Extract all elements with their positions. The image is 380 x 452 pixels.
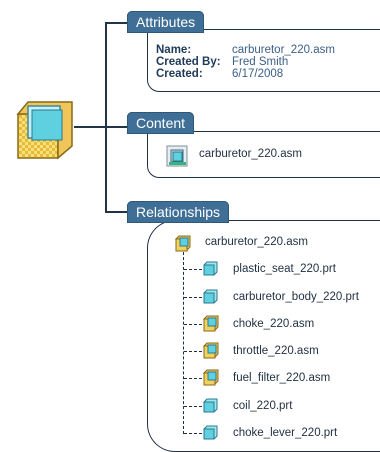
part-icon <box>203 425 218 440</box>
attr-created-label: Created: <box>156 68 203 80</box>
root-assembly-icon[interactable] <box>16 100 74 160</box>
attr-name-value: carburetor_220.asm <box>232 44 335 56</box>
attributes-table: Name: carburetor_220.asm Created By: Fred … <box>156 44 335 80</box>
assembly-icon <box>202 342 219 359</box>
branch-line <box>184 351 202 352</box>
part-icon <box>203 398 218 413</box>
connector-content <box>105 126 127 128</box>
content-file-name[interactable]: carburetor_220.asm <box>199 148 302 160</box>
content-panel-top <box>210 131 380 132</box>
attributes-panel-top <box>214 29 380 30</box>
tab-relationships[interactable]: Relationships <box>127 201 230 223</box>
connector-relationships <box>105 211 127 213</box>
content-file-icon[interactable] <box>166 145 188 167</box>
attr-row-name: Name: carburetor_220.asm <box>156 44 335 56</box>
relationship-item[interactable]: plastic_seat_220.prt <box>233 263 336 275</box>
branch-line <box>184 378 202 379</box>
relationships-panel <box>147 220 380 452</box>
relationship-tree-line <box>183 252 184 434</box>
branch-line <box>184 297 202 298</box>
branch-line <box>184 406 202 407</box>
branch-line <box>184 433 202 434</box>
relationship-item[interactable]: coil_220.prt <box>233 400 293 412</box>
connector-root <box>74 126 106 128</box>
connector-attributes <box>105 22 127 24</box>
attr-created-by-value: Fred Smith <box>232 56 289 68</box>
attr-row-created: Created: 6/17/2008 <box>156 68 335 80</box>
relationship-item[interactable]: throttle_220.asm <box>233 345 319 357</box>
branch-line <box>184 324 202 325</box>
relationship-root-label[interactable]: carburetor_220.asm <box>205 236 308 248</box>
relationship-item[interactable]: choke_220.asm <box>233 318 315 330</box>
tab-content[interactable]: Content <box>127 112 195 134</box>
attr-name-label: Name: <box>156 44 192 56</box>
attr-row-created-by: Created By: Fred Smith <box>156 56 335 68</box>
relationship-item[interactable]: carburetor_body_220.prt <box>233 291 359 303</box>
relationship-item[interactable]: choke_lever_220.prt <box>233 427 338 439</box>
assembly-icon <box>202 369 219 386</box>
part-icon <box>203 289 218 304</box>
assembly-icon <box>202 315 219 332</box>
tab-attributes[interactable]: Attributes <box>127 11 205 33</box>
attr-created-by-label: Created By: <box>156 56 221 68</box>
branch-line <box>184 269 202 270</box>
part-icon <box>203 261 218 276</box>
attr-created-value: 6/17/2008 <box>232 68 284 80</box>
assembly-icon <box>174 235 191 252</box>
connector-trunk <box>105 22 107 212</box>
relationship-item[interactable]: fuel_filter_220.asm <box>233 372 331 384</box>
